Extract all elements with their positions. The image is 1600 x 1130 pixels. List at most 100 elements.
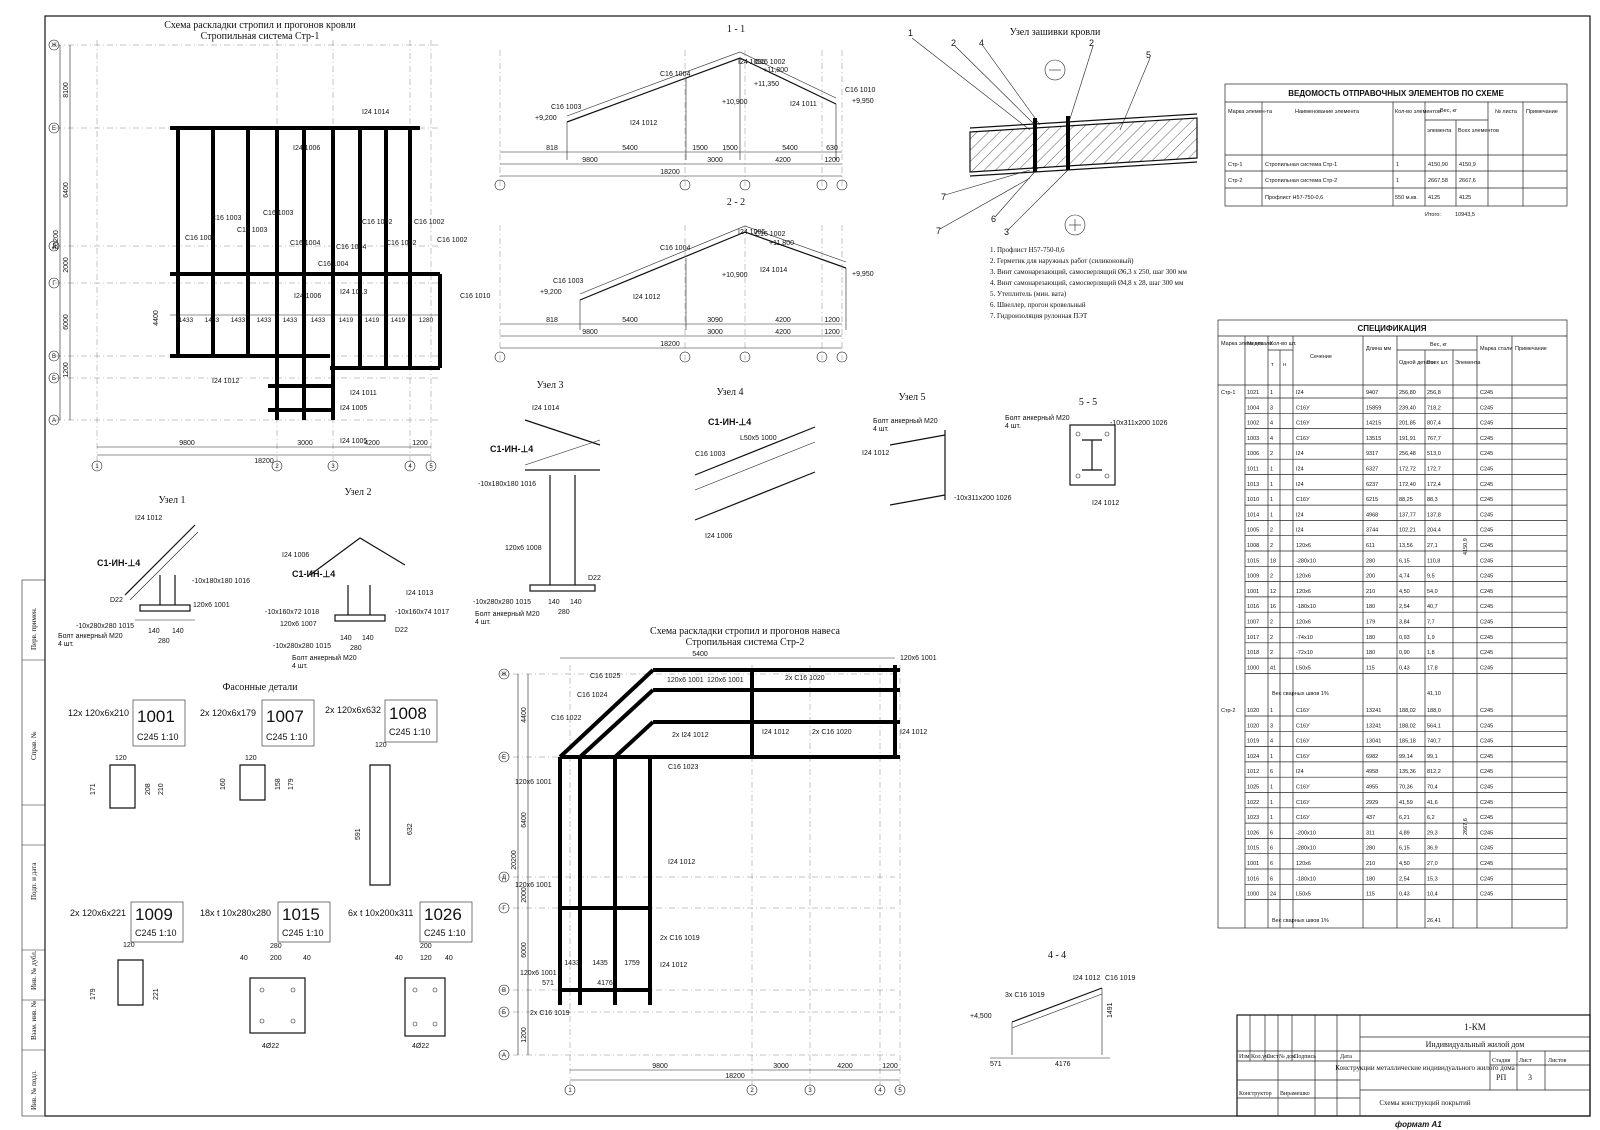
spec-cell: 1023 xyxy=(1247,815,1259,821)
s22-l3: C16 1003 xyxy=(553,278,583,285)
p2-dim-b0: 9800 xyxy=(652,1063,668,1070)
spec-cell: 15859 xyxy=(1366,405,1381,411)
spec-cell: C245 xyxy=(1480,785,1493,791)
spec-cell: C245 xyxy=(1480,558,1493,564)
spec-cell: 1013 xyxy=(1247,482,1259,488)
spec-cell: C245 xyxy=(1480,769,1493,775)
spec-h5: Сечение xyxy=(1310,354,1332,360)
d3-mark: 1009 xyxy=(135,905,173,924)
spec-cell: 1,9 xyxy=(1427,635,1435,641)
p1-row-5: Б xyxy=(52,376,56,382)
spec-cell: C245 xyxy=(1480,754,1493,760)
spec-cell: 16 xyxy=(1270,604,1276,610)
p2-l10: I24 1012 xyxy=(900,729,927,736)
spec-cell: 15,3 xyxy=(1427,876,1438,882)
p1-dim-b1: 3000 xyxy=(297,440,313,447)
spec-cell: C245 xyxy=(1480,574,1493,580)
n4-l3: I24 1006 xyxy=(705,533,732,540)
spec-cell: 0,43 xyxy=(1399,892,1410,898)
n55-l2: -10x311x200 1026 xyxy=(1110,420,1168,427)
n55-l0: Болт анкерный М20 xyxy=(1005,414,1070,422)
s11-d5: 630 xyxy=(826,145,838,152)
s11-l3: C16 1003 xyxy=(551,104,581,111)
spec-cell: 0,93 xyxy=(1399,635,1410,641)
ved-r0c2: 1 xyxy=(1396,162,1399,168)
side-stamp-6: Инв. № подл. xyxy=(30,1070,38,1110)
spec-cell: 188,02 xyxy=(1399,708,1416,714)
spec-cell: 36,9 xyxy=(1427,846,1438,852)
s22-d0: 818 xyxy=(546,317,558,324)
s11-l0: I24 1005 xyxy=(738,59,765,66)
spec-cell: L50х5 xyxy=(1296,892,1311,898)
p2-dim-b4: 18200 xyxy=(725,1073,745,1080)
spec-cell: 2 xyxy=(1270,620,1273,626)
node-3: Узел 3 I24 1014 C1-ИН-⊥4 -10x180x180 101… xyxy=(473,380,601,626)
spec-cell: 1016 xyxy=(1247,604,1259,610)
side-stamp-3: Подп. и дата xyxy=(30,862,38,900)
s11-d4: 5400 xyxy=(782,145,798,152)
spec-cell: I24 xyxy=(1296,451,1304,457)
spec-cell: 179 xyxy=(1366,620,1375,626)
node1-title: Узел 1 xyxy=(158,495,185,506)
spec-cell: C245 xyxy=(1480,467,1493,473)
n3-l0: I24 1014 xyxy=(532,405,559,412)
spec-cell: C245 xyxy=(1480,436,1493,442)
spec-cell: C245 xyxy=(1480,390,1493,396)
n3-l6: 4 шт. xyxy=(475,619,491,626)
p2-l16: I24 1012 xyxy=(660,962,687,969)
format-label: формат А1 xyxy=(1395,1120,1442,1129)
n1-l4: D22 xyxy=(110,597,123,604)
p2-l17: 120x6 1001 xyxy=(520,970,557,977)
spec-cell: 0,90 xyxy=(1399,650,1410,656)
spec-cell: 200 xyxy=(1366,574,1375,580)
spec-cell: 70,36 xyxy=(1399,785,1413,791)
n2-l9: D22 xyxy=(395,627,408,634)
d4-qty: 18x t 10x280x280 xyxy=(200,908,271,918)
d4-dim0: 280 xyxy=(270,943,282,950)
p2-l9: 2x C16 1020 xyxy=(812,729,852,736)
spec-cell: 40,7 xyxy=(1427,604,1438,610)
spec-cell: 180 xyxy=(1366,650,1375,656)
p1-l12: C16 1004 xyxy=(318,261,348,268)
spec-cell: 1,8 xyxy=(1427,650,1435,656)
spec-cell: C16У xyxy=(1296,800,1310,806)
spec-cell: 120х6 xyxy=(1296,620,1311,626)
s22-d8: 1200 xyxy=(824,329,840,336)
p2-col-0: 1 xyxy=(568,1088,572,1094)
ved-r0c0: Стр-1 xyxy=(1228,162,1242,168)
spec-cell: 115 xyxy=(1366,665,1375,671)
spec-weld1-label: Вес сварных швов 1% xyxy=(1272,691,1329,697)
p2-dim-top: 5400 xyxy=(692,651,708,658)
p1-l2: C16 1003 xyxy=(211,215,241,222)
spec-cell: 812,2 xyxy=(1427,769,1441,775)
p1-l11: C16 1002 xyxy=(437,237,467,244)
spec-cell: 1 xyxy=(1270,390,1273,396)
spec-cell: C16У xyxy=(1296,421,1310,427)
spec-cell: 1 xyxy=(1270,467,1273,473)
stamp-sheet: 3 xyxy=(1528,1073,1532,1082)
spec-cell: I24 xyxy=(1296,512,1304,518)
spec-weld2-label: Вес сварных швов 1% xyxy=(1272,918,1329,924)
s44-l0: 3x C16 1019 xyxy=(1005,992,1045,999)
spec-cell: 239,40 xyxy=(1399,405,1416,411)
spec-cell: -72х10 xyxy=(1296,650,1313,656)
spec-cell: 2 xyxy=(1270,574,1273,580)
s22-m1: +10,900 xyxy=(722,272,748,279)
p1-dim-b0: 9800 xyxy=(179,440,195,447)
n3-l7: D22 xyxy=(588,575,601,582)
spec-cell: 4,74 xyxy=(1399,574,1410,580)
p1-row-4: В xyxy=(52,354,56,360)
spec-cell: 120х6 xyxy=(1296,861,1311,867)
spec-cell: 1019 xyxy=(1247,739,1259,745)
p2-l15: 2x C16 1019 xyxy=(660,935,700,942)
d5-mark: 1026 xyxy=(424,905,462,924)
roof-callout-4: 5 xyxy=(1146,50,1151,60)
spec-cell: 1 xyxy=(1270,708,1273,714)
shaped-details: Фасонные детали 12x 120x6x210 1001 C245 … xyxy=(68,682,473,1050)
side-stamp-1: Перв. примен. xyxy=(30,607,38,650)
p1-dim-l6: 20200 xyxy=(53,230,60,250)
p2-l4: 120x6 1001 xyxy=(900,655,937,662)
s22-l2: C16 1004 xyxy=(660,245,690,252)
p2-dim-b2: 4200 xyxy=(837,1063,853,1070)
spec-cell: 1018 xyxy=(1247,650,1259,656)
